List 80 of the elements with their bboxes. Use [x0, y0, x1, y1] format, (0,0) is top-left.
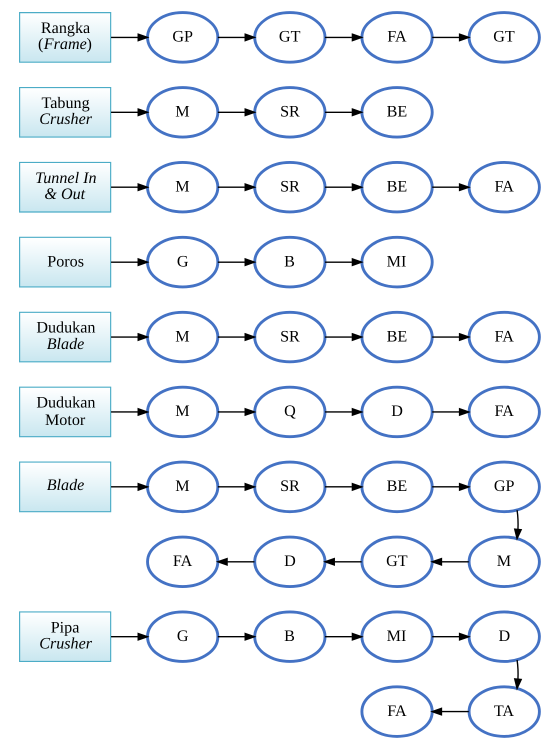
arrow	[325, 108, 364, 116]
node-ellipse: SR	[253, 460, 326, 514]
node-ellipse: SR	[253, 310, 326, 364]
arrow	[325, 258, 364, 266]
node-ellipse: G	[146, 610, 220, 663]
node-box: Dudukan Motor	[19, 386, 112, 438]
node-ellipse: B	[253, 610, 326, 663]
arrow	[514, 510, 522, 541]
arrow	[514, 660, 522, 690]
node-ellipse: FA	[360, 685, 434, 738]
arrow	[325, 183, 364, 192]
node-ellipse: M	[146, 460, 220, 514]
arrow	[218, 258, 257, 266]
node-ellipse: GP	[146, 11, 220, 64]
arrow	[430, 558, 469, 566]
arrow	[218, 408, 257, 416]
node-ellipse: M	[146, 161, 220, 214]
arrow	[218, 332, 257, 342]
arrow	[111, 482, 150, 492]
arrow	[432, 183, 471, 192]
node-box: Rangka (Frame)	[19, 12, 112, 63]
arrow	[325, 482, 364, 492]
node-ellipse: FA	[146, 536, 220, 588]
arrow	[325, 632, 364, 641]
node-ellipse: M	[468, 536, 541, 588]
node-ellipse: GP	[468, 460, 541, 514]
arrow	[111, 183, 150, 192]
arrow	[432, 632, 471, 641]
node-ellipse: FA	[468, 386, 541, 438]
arrow	[111, 108, 150, 116]
node-ellipse: BE	[360, 310, 434, 364]
arrow	[111, 332, 150, 342]
arrow	[322, 558, 362, 566]
node-box: Dudukan Blade	[19, 312, 112, 362]
arrow	[218, 33, 257, 42]
arrow	[432, 33, 471, 42]
arrow	[111, 258, 150, 266]
node-box: Tunnel In & Out	[19, 162, 112, 213]
arrow	[432, 332, 471, 342]
node-ellipse: M	[146, 386, 220, 438]
node-ellipse: D	[360, 386, 434, 438]
node-ellipse: FA	[468, 161, 541, 214]
node-ellipse: FA	[468, 310, 541, 364]
node-ellipse: SR	[253, 161, 326, 214]
node-ellipse: GT	[253, 11, 326, 64]
node-ellipse: B	[253, 236, 326, 288]
arrow	[111, 33, 150, 42]
node-ellipse: BE	[360, 86, 434, 139]
node-ellipse: M	[146, 310, 220, 364]
node-box: Tabung Crusher	[19, 86, 112, 138]
node-ellipse: BE	[360, 161, 434, 214]
node-ellipse: BE	[360, 460, 434, 514]
arrow	[111, 632, 150, 641]
node-ellipse: M	[146, 86, 220, 139]
node-ellipse: MI	[360, 610, 434, 663]
node-ellipse: TA	[468, 685, 541, 738]
arrow	[430, 707, 469, 716]
node-ellipse: D	[253, 536, 326, 588]
node-box: Pipa Crusher	[19, 611, 112, 662]
node-ellipse: SR	[253, 86, 326, 139]
node-ellipse: GT	[468, 11, 541, 64]
arrow	[432, 482, 471, 492]
arrow	[218, 632, 257, 641]
node-ellipse: MI	[360, 236, 434, 288]
arrow	[111, 408, 150, 416]
node-ellipse: D	[468, 610, 541, 663]
node-ellipse: G	[146, 236, 220, 288]
arrow	[432, 408, 471, 416]
arrow	[325, 33, 364, 42]
node-box: Poros	[19, 236, 112, 288]
arrow	[218, 183, 257, 192]
arrow	[325, 408, 364, 416]
node-ellipse: Q	[253, 386, 326, 438]
node-ellipse: GT	[360, 536, 434, 588]
arrow	[325, 332, 364, 342]
node-ellipse: FA	[360, 11, 434, 64]
arrow	[216, 558, 254, 566]
arrow	[218, 482, 257, 492]
node-box: Blade	[19, 462, 112, 512]
arrow	[218, 108, 257, 116]
